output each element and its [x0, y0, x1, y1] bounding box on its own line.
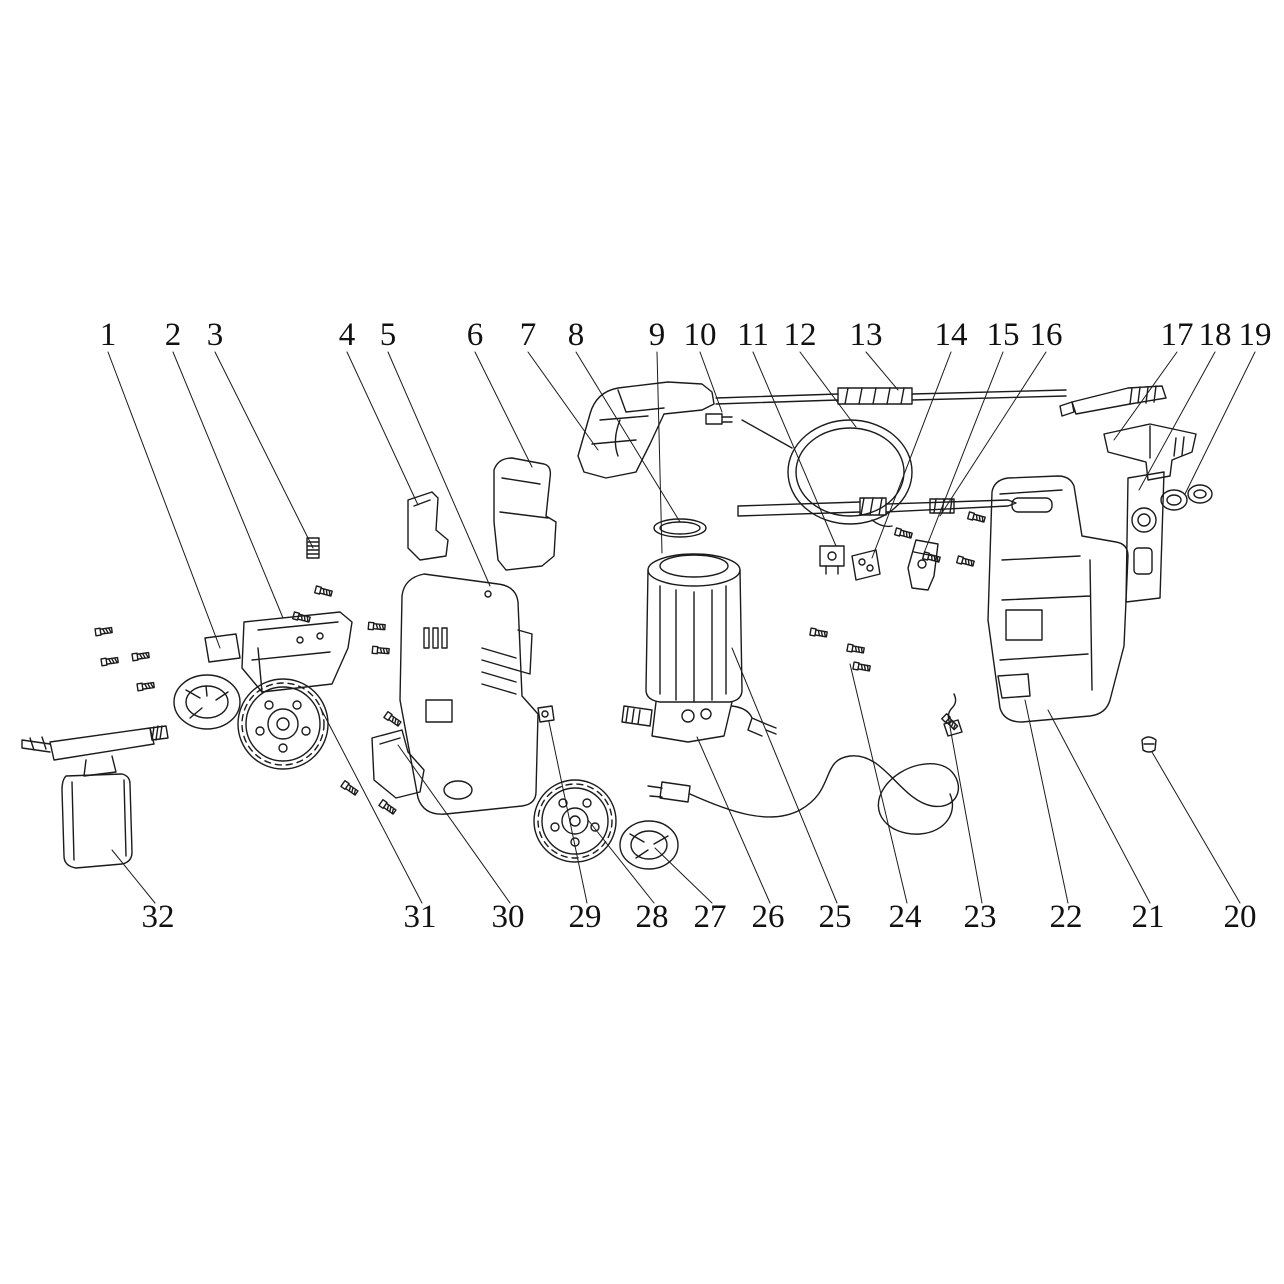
part-label-8: 8	[568, 317, 585, 353]
part-label-23: 23	[964, 899, 997, 935]
part-label-17: 17	[1161, 317, 1194, 353]
gun-holder	[493, 457, 557, 571]
part-label-11: 11	[737, 317, 769, 353]
top-cover	[1103, 423, 1197, 481]
part-label-19: 19	[1239, 317, 1272, 353]
label-row-bottom: 32 31 30 29 28 27 26 25 24 23 22 21 20	[142, 899, 1257, 935]
part-label-25: 25	[819, 899, 852, 935]
part-label-9: 9	[649, 317, 666, 353]
part-label-30: 30	[492, 899, 525, 935]
hex-nut	[537, 705, 555, 723]
right-hub-cap	[619, 820, 679, 870]
part-label-4: 4	[339, 317, 356, 353]
part-label-21: 21	[1132, 899, 1165, 935]
part-label-13: 13	[850, 317, 883, 353]
clamp-bracket	[851, 549, 881, 581]
part-label-24: 24	[889, 899, 922, 935]
corner-bracket	[407, 491, 449, 561]
part-label-18: 18	[1199, 317, 1232, 353]
hose-coil	[741, 419, 913, 528]
part-label-6: 6	[467, 317, 484, 353]
right-wheel	[533, 779, 617, 863]
cap-nut	[1141, 736, 1157, 753]
part-label-1: 1	[100, 317, 117, 353]
leader-lines	[107, 351, 1256, 904]
part-label-14: 14	[935, 317, 968, 353]
handle-bracket	[241, 611, 353, 693]
foam-cannon	[21, 725, 169, 869]
spring	[306, 537, 320, 559]
part-label-2: 2	[165, 317, 182, 353]
lance-tube	[737, 497, 1017, 517]
label-row-top: 1 2 3 4 5 6 7 8 9 10 11 12 13 14 15 16 1…	[100, 317, 1272, 353]
part-label-22: 22	[1050, 899, 1083, 935]
o-ring	[653, 518, 707, 538]
part-label-3: 3	[207, 317, 224, 353]
part-label-5: 5	[380, 317, 397, 353]
part-label-20: 20	[1224, 899, 1257, 935]
main-body-housing	[399, 573, 539, 815]
gun-outlet-fitting	[705, 413, 733, 425]
part-label-10: 10	[684, 317, 717, 353]
spray-gun	[577, 381, 715, 479]
motor-pump-assembly	[621, 553, 777, 743]
wand-nozzle-tip	[1059, 385, 1167, 417]
part-label-27: 27	[694, 899, 727, 935]
mounting-plate	[204, 633, 241, 663]
lance-rod-upper	[715, 387, 1067, 405]
foot-bracket	[371, 729, 425, 799]
part-label-29: 29	[569, 899, 602, 935]
part-label-26: 26	[752, 899, 785, 935]
part-label-12: 12	[784, 317, 817, 353]
side-panel	[1125, 471, 1165, 603]
part-label-15: 15	[987, 317, 1020, 353]
switch	[819, 545, 845, 575]
part-label-16: 16	[1030, 317, 1063, 353]
part-label-32: 32	[142, 899, 175, 935]
knob-caps	[1160, 484, 1213, 511]
part-label-31: 31	[404, 899, 437, 935]
part-label-7: 7	[520, 317, 537, 353]
part-label-28: 28	[636, 899, 669, 935]
left-wheel	[237, 678, 329, 770]
left-hub-cap	[173, 674, 241, 730]
